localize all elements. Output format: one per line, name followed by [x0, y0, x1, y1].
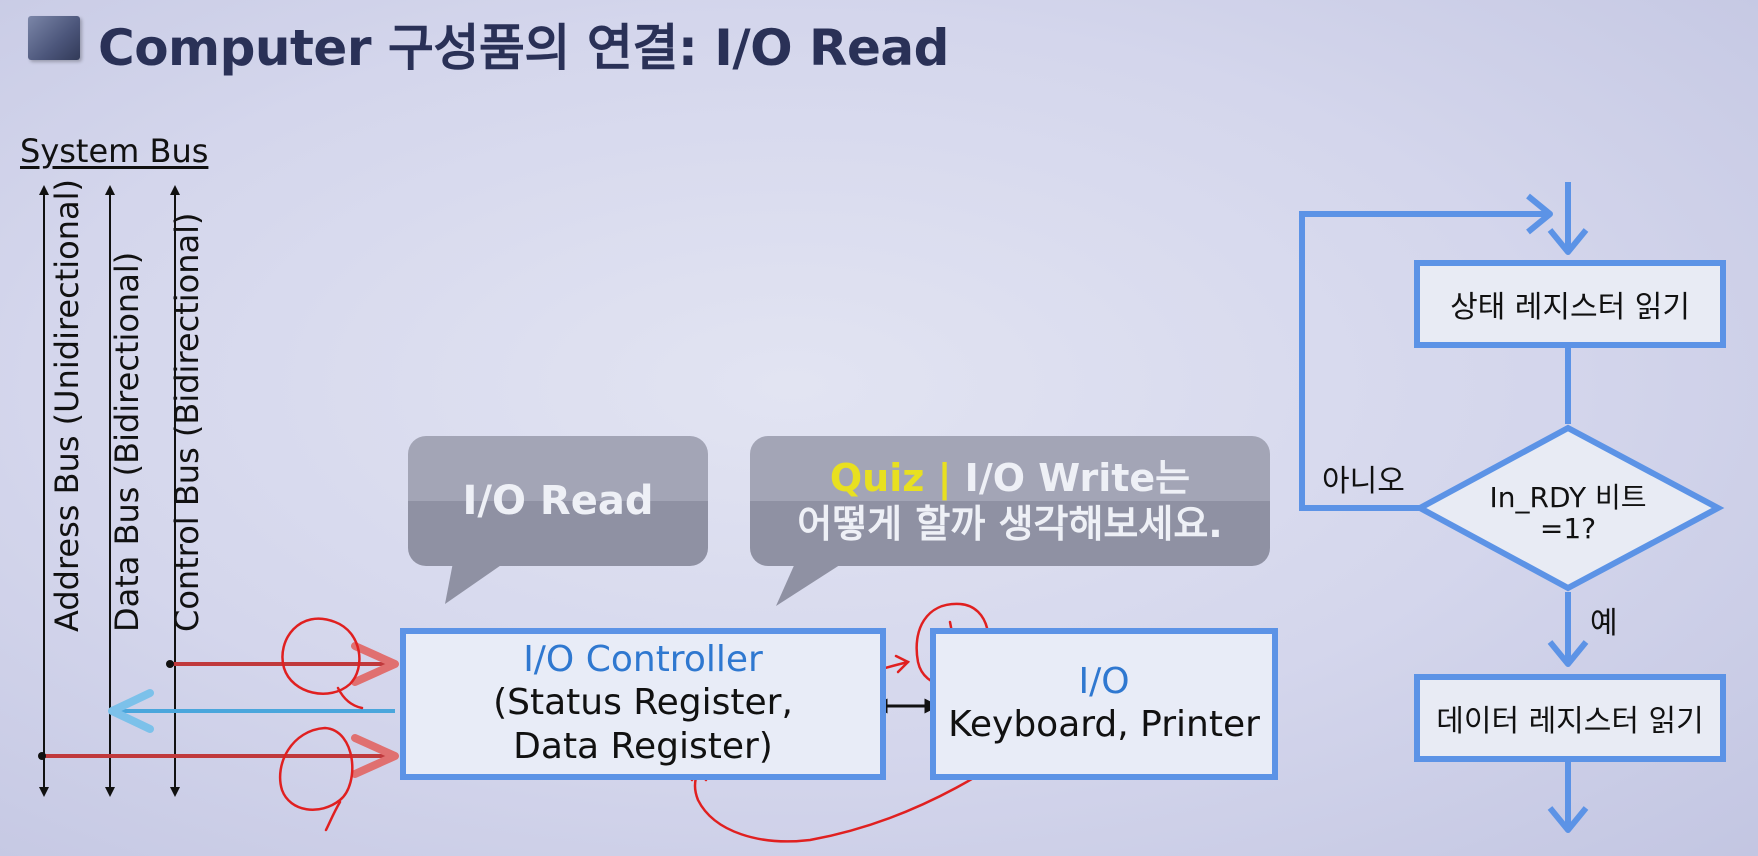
flowchart-connectors — [1299, 182, 1589, 833]
decision-label-line1: In_RDY 비트 — [1489, 481, 1647, 514]
no-branch-label: 아니오 — [1322, 464, 1405, 499]
read-status-register-step: 상태 레지스터 읽기 — [1414, 260, 1726, 348]
io-controller-box: I/O Controller (Status Register, Data Re… — [400, 628, 886, 780]
bus-lines — [39, 185, 180, 797]
data-return-arrow — [108, 689, 395, 733]
io-controller-registers-2: Data Register) — [513, 726, 773, 767]
yes-arrowhead — [1547, 640, 1589, 667]
no-loop-arrowhead — [1526, 193, 1553, 235]
io-device-title: I/O — [1078, 661, 1130, 702]
read-data-register-step: 데이터 레지스터 읽기 — [1414, 674, 1726, 762]
io-device-box: I/O Keyboard, Printer — [930, 628, 1278, 780]
page-title: Computer 구성품의 연결: I/O Read — [98, 19, 949, 77]
quiz-tag: Quiz | — [829, 456, 952, 500]
io-controller-registers-1: (Status Register, — [493, 682, 793, 723]
address-signal-arrow — [38, 734, 399, 778]
decision-diamond — [1413, 424, 1725, 592]
io-controller-title: I/O Controller — [523, 639, 763, 680]
control-signal-arrow — [166, 642, 399, 686]
no-loop-line — [1299, 211, 1550, 511]
quiz-bubble: Quiz | I/O Write는 어떻게 할까 생각해보세요. — [750, 436, 1270, 566]
quiz-line-2: 어떻게 할까 생각해보세요. — [797, 502, 1223, 546]
io-device-subtitle: Keyboard, Printer — [948, 704, 1260, 745]
decision-label-line2: =1? — [1539, 512, 1597, 545]
system-bus-label: System Bus — [20, 132, 209, 170]
exit-arrowhead — [1547, 806, 1589, 833]
yes-branch-label: 예 — [1590, 606, 1618, 641]
quiz-line-1: Quiz | I/O Write는 — [830, 455, 1190, 501]
title-cube-icon — [28, 16, 80, 60]
io-read-bubble: I/O Read — [408, 436, 708, 566]
quiz-question: I/O Write는 — [951, 456, 1191, 500]
entry-arrowhead — [1547, 228, 1589, 255]
io-read-bubble-text: I/O Read — [462, 478, 654, 524]
